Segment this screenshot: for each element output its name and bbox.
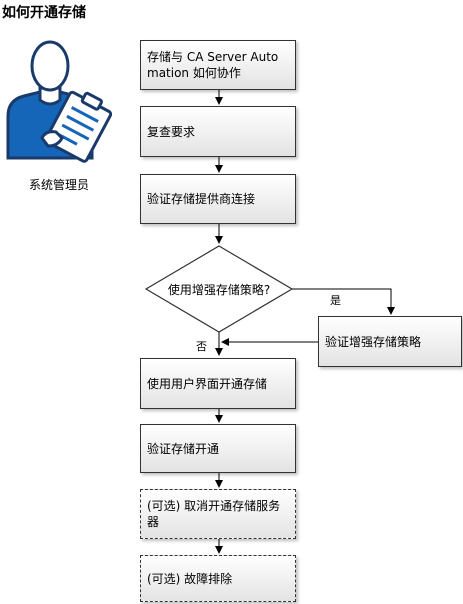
role-label: 系统管理员 xyxy=(28,178,89,192)
step-label: 验证存储开通 xyxy=(147,441,220,456)
administrator-icon xyxy=(6,40,112,163)
step-provision-via-ui: 使用用户界面开通存储 xyxy=(140,358,296,409)
step-label: (可选) 故障排除 xyxy=(147,571,233,586)
decision-label: 使用增强存储策略? xyxy=(167,283,271,297)
step-verify-enhanced-policy: 验证增强存储策略 xyxy=(318,316,462,367)
step-label: (可选) 取消开通存储服务器 xyxy=(147,499,281,529)
step-verify-provisioning: 验证存储开通 xyxy=(140,424,296,473)
step-verify-provider-connection: 验证存储提供商连接 xyxy=(140,174,296,224)
yes-label: 是 xyxy=(330,294,341,307)
step-label: 存储与 CA Server Automation 如何协作 xyxy=(147,50,279,80)
page-title: 如何开通存储 xyxy=(2,5,86,21)
step-optional-deprovision: (可选) 取消开通存储服务器 xyxy=(140,489,296,539)
step-label: 使用用户界面开通存储 xyxy=(147,376,268,391)
no-label: 否 xyxy=(196,340,207,353)
step-how-storage-works: 存储与 CA Server Automation 如何协作 xyxy=(140,40,296,90)
step-optional-troubleshoot: (可选) 故障排除 xyxy=(140,555,296,602)
step-label: 复查要求 xyxy=(147,124,196,139)
step-label: 验证存储提供商连接 xyxy=(147,192,256,206)
step-review-requirements: 复查要求 xyxy=(140,106,296,157)
step-label: 验证增强存储策略 xyxy=(325,334,422,349)
